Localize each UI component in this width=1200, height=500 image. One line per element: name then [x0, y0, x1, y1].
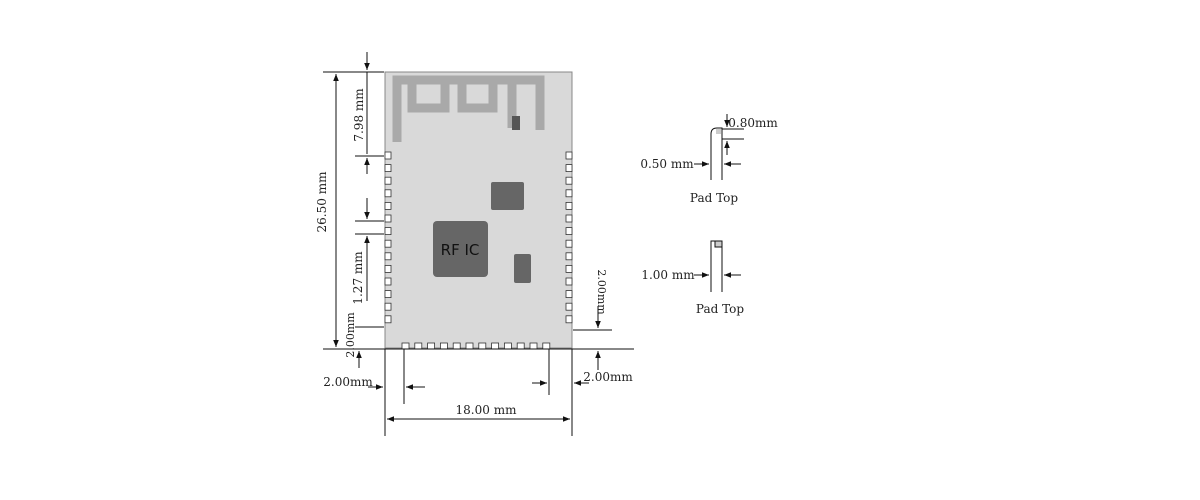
- height-label: 26.50 mm: [315, 171, 329, 233]
- bottom-pad: [491, 342, 500, 350]
- bottom-pad: [529, 342, 538, 350]
- left-pad: [384, 201, 392, 210]
- right-pad: [565, 264, 573, 273]
- bottom-pad: [439, 342, 448, 350]
- left-pad: [384, 239, 392, 248]
- bottom-pad: [516, 342, 525, 350]
- right-pad: [565, 227, 573, 236]
- rf-ic-chip: [433, 221, 488, 277]
- left-pad: [384, 151, 392, 160]
- left-pad: [384, 290, 392, 299]
- right-pad: [565, 302, 573, 311]
- antenna-height-label: 7.98 mm: [352, 88, 366, 142]
- left-pad: [384, 264, 392, 273]
- left-pad: [384, 176, 392, 185]
- left-pad: [384, 189, 392, 198]
- left-pad: [384, 214, 392, 223]
- pad2-outline: [710, 240, 723, 292]
- left-pad: [384, 164, 392, 173]
- antenna-feed: [512, 116, 520, 130]
- bottom-pad: [465, 342, 474, 350]
- right-pad: [565, 239, 573, 248]
- bottom-right-offset-label: 2.00mm: [583, 370, 633, 384]
- left-pad: [384, 315, 392, 324]
- pad1-side-label: 0.50 mm: [640, 157, 694, 171]
- right-pad: [565, 252, 573, 261]
- right-offset-label: 2.00mm: [595, 269, 608, 315]
- pad1-outline: [710, 127, 723, 180]
- left-offset-label: 2.00mm: [323, 375, 373, 389]
- right-pad: [565, 201, 573, 210]
- right-pads: [565, 151, 573, 324]
- rf-ic-label: RF IC: [441, 241, 480, 259]
- right-pad: [565, 176, 573, 185]
- left-pad: [384, 227, 392, 236]
- bottom-pad: [452, 342, 461, 350]
- pin-pitch-label: 1.27 mm: [351, 251, 365, 305]
- bottom-pad: [478, 342, 487, 350]
- bottom-pad: [427, 342, 436, 350]
- left-pad: [384, 252, 392, 261]
- pad2-fill: [714, 240, 723, 248]
- pad1-top-label: 0.80mm: [728, 116, 778, 130]
- bottom-pad: [401, 342, 410, 350]
- pad1-fill: [716, 129, 721, 134]
- right-pad: [565, 214, 573, 223]
- bottom-pad: [542, 342, 551, 350]
- left-pad: [384, 277, 392, 286]
- pad1-caption: Pad Top: [690, 191, 738, 205]
- component-small: [514, 254, 531, 283]
- right-pad: [565, 315, 573, 324]
- pad2-side-label: 1.00 mm: [641, 268, 695, 282]
- antenna-trace: [392, 75, 545, 142]
- left-pads: [384, 151, 392, 324]
- bottom-pad: [503, 342, 512, 350]
- component-top: [491, 182, 524, 210]
- right-pad: [565, 189, 573, 198]
- right-pad: [565, 290, 573, 299]
- right-pad: [565, 277, 573, 286]
- pad2-caption: Pad Top: [696, 302, 744, 316]
- right-pad: [565, 164, 573, 173]
- width-label: 18.00 mm: [456, 403, 518, 417]
- bottom-left-offset-label: 2.00mm: [344, 312, 357, 358]
- right-pad: [565, 151, 573, 160]
- left-pad: [384, 302, 392, 311]
- bottom-pads: [401, 342, 551, 350]
- bottom-pad: [414, 342, 423, 350]
